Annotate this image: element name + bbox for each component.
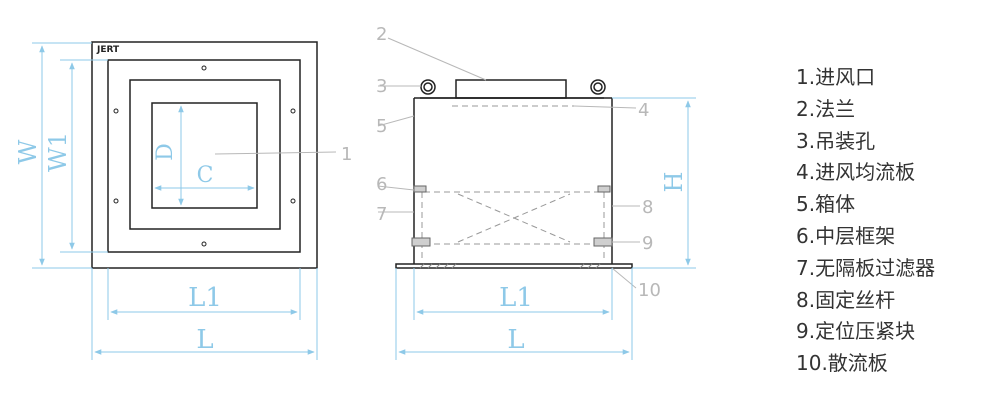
leader-1 <box>214 151 337 155</box>
front-dimensions <box>32 42 318 360</box>
lifting-lug-right <box>590 79 606 95</box>
label-c: C <box>197 163 214 188</box>
legend-item: 10.散流板 <box>796 351 888 376</box>
clamp-blocks <box>411 185 613 247</box>
base-plate <box>395 263 633 269</box>
label-h: H <box>660 172 688 193</box>
leader-5 <box>377 115 415 127</box>
label-l-side: L <box>507 325 524 355</box>
callout-6: 6 <box>376 174 387 195</box>
callout-1: 1 <box>341 144 352 165</box>
lifting-lug-right-inner <box>593 82 603 92</box>
mounting-holes <box>113 65 296 247</box>
leader-4 <box>573 105 637 109</box>
legend-item: 5.箱体 <box>796 192 856 217</box>
flange <box>455 79 567 99</box>
callout-10: 10 <box>638 280 661 301</box>
clamp-block <box>411 237 431 247</box>
brand-label: JERT <box>96 45 120 55</box>
filter-cross-b <box>457 193 571 243</box>
callout-4: 4 <box>638 100 649 121</box>
leader-2 <box>387 37 487 81</box>
legend-item: 9.定位压紧块 <box>796 319 916 344</box>
side-leaders <box>377 37 640 289</box>
lifting-lug-left <box>420 79 436 95</box>
callout-2: 2 <box>376 24 387 45</box>
leader-6 <box>377 185 415 191</box>
callout-8: 8 <box>642 197 653 218</box>
box-frame <box>129 79 281 230</box>
legend-item: 4.进风均流板 <box>796 160 916 185</box>
hole <box>201 241 207 247</box>
front-view <box>91 41 318 269</box>
label-d: D <box>153 143 178 161</box>
side-view <box>395 79 633 269</box>
label-w: W <box>14 139 42 164</box>
outer-frame <box>91 41 318 269</box>
side-dimensions <box>395 97 696 360</box>
hole <box>113 198 119 204</box>
label-l1-front: L1 <box>188 283 222 313</box>
label-l-front: L <box>196 325 213 355</box>
legend-item: 7.无隔板过滤器 <box>796 255 936 280</box>
hole <box>290 198 296 204</box>
frame-bracket <box>413 185 427 193</box>
lifting-lug-left-inner <box>423 82 433 92</box>
legend-item: 1.进风口 <box>796 65 876 89</box>
callout-5: 5 <box>376 116 387 137</box>
legend-item: 2.法兰 <box>796 96 856 121</box>
callout-3: 3 <box>376 76 387 97</box>
label-w1: W1 <box>44 132 72 172</box>
side-internals <box>414 105 612 258</box>
inlet-opening <box>151 102 258 209</box>
parts-legend: 1.进风口 2.法兰 3.吊装孔 4.进风均流板 5.箱体 6.中层框架 7.无… <box>796 62 935 380</box>
hole <box>201 65 207 71</box>
callout-9: 9 <box>642 233 653 254</box>
flange-frame <box>107 59 301 253</box>
clamp-block <box>593 237 613 247</box>
hole <box>113 108 119 114</box>
legend-item: 8.固定丝杆 <box>796 287 896 312</box>
frame-bracket <box>597 185 611 193</box>
hole <box>290 108 296 114</box>
legend-item: 3.吊装孔 <box>796 128 876 153</box>
callout-7: 7 <box>376 204 387 225</box>
label-l1-side: L1 <box>499 283 533 313</box>
legend-item: 6.中层框架 <box>796 223 896 248</box>
diffuser-hatch <box>419 263 601 269</box>
